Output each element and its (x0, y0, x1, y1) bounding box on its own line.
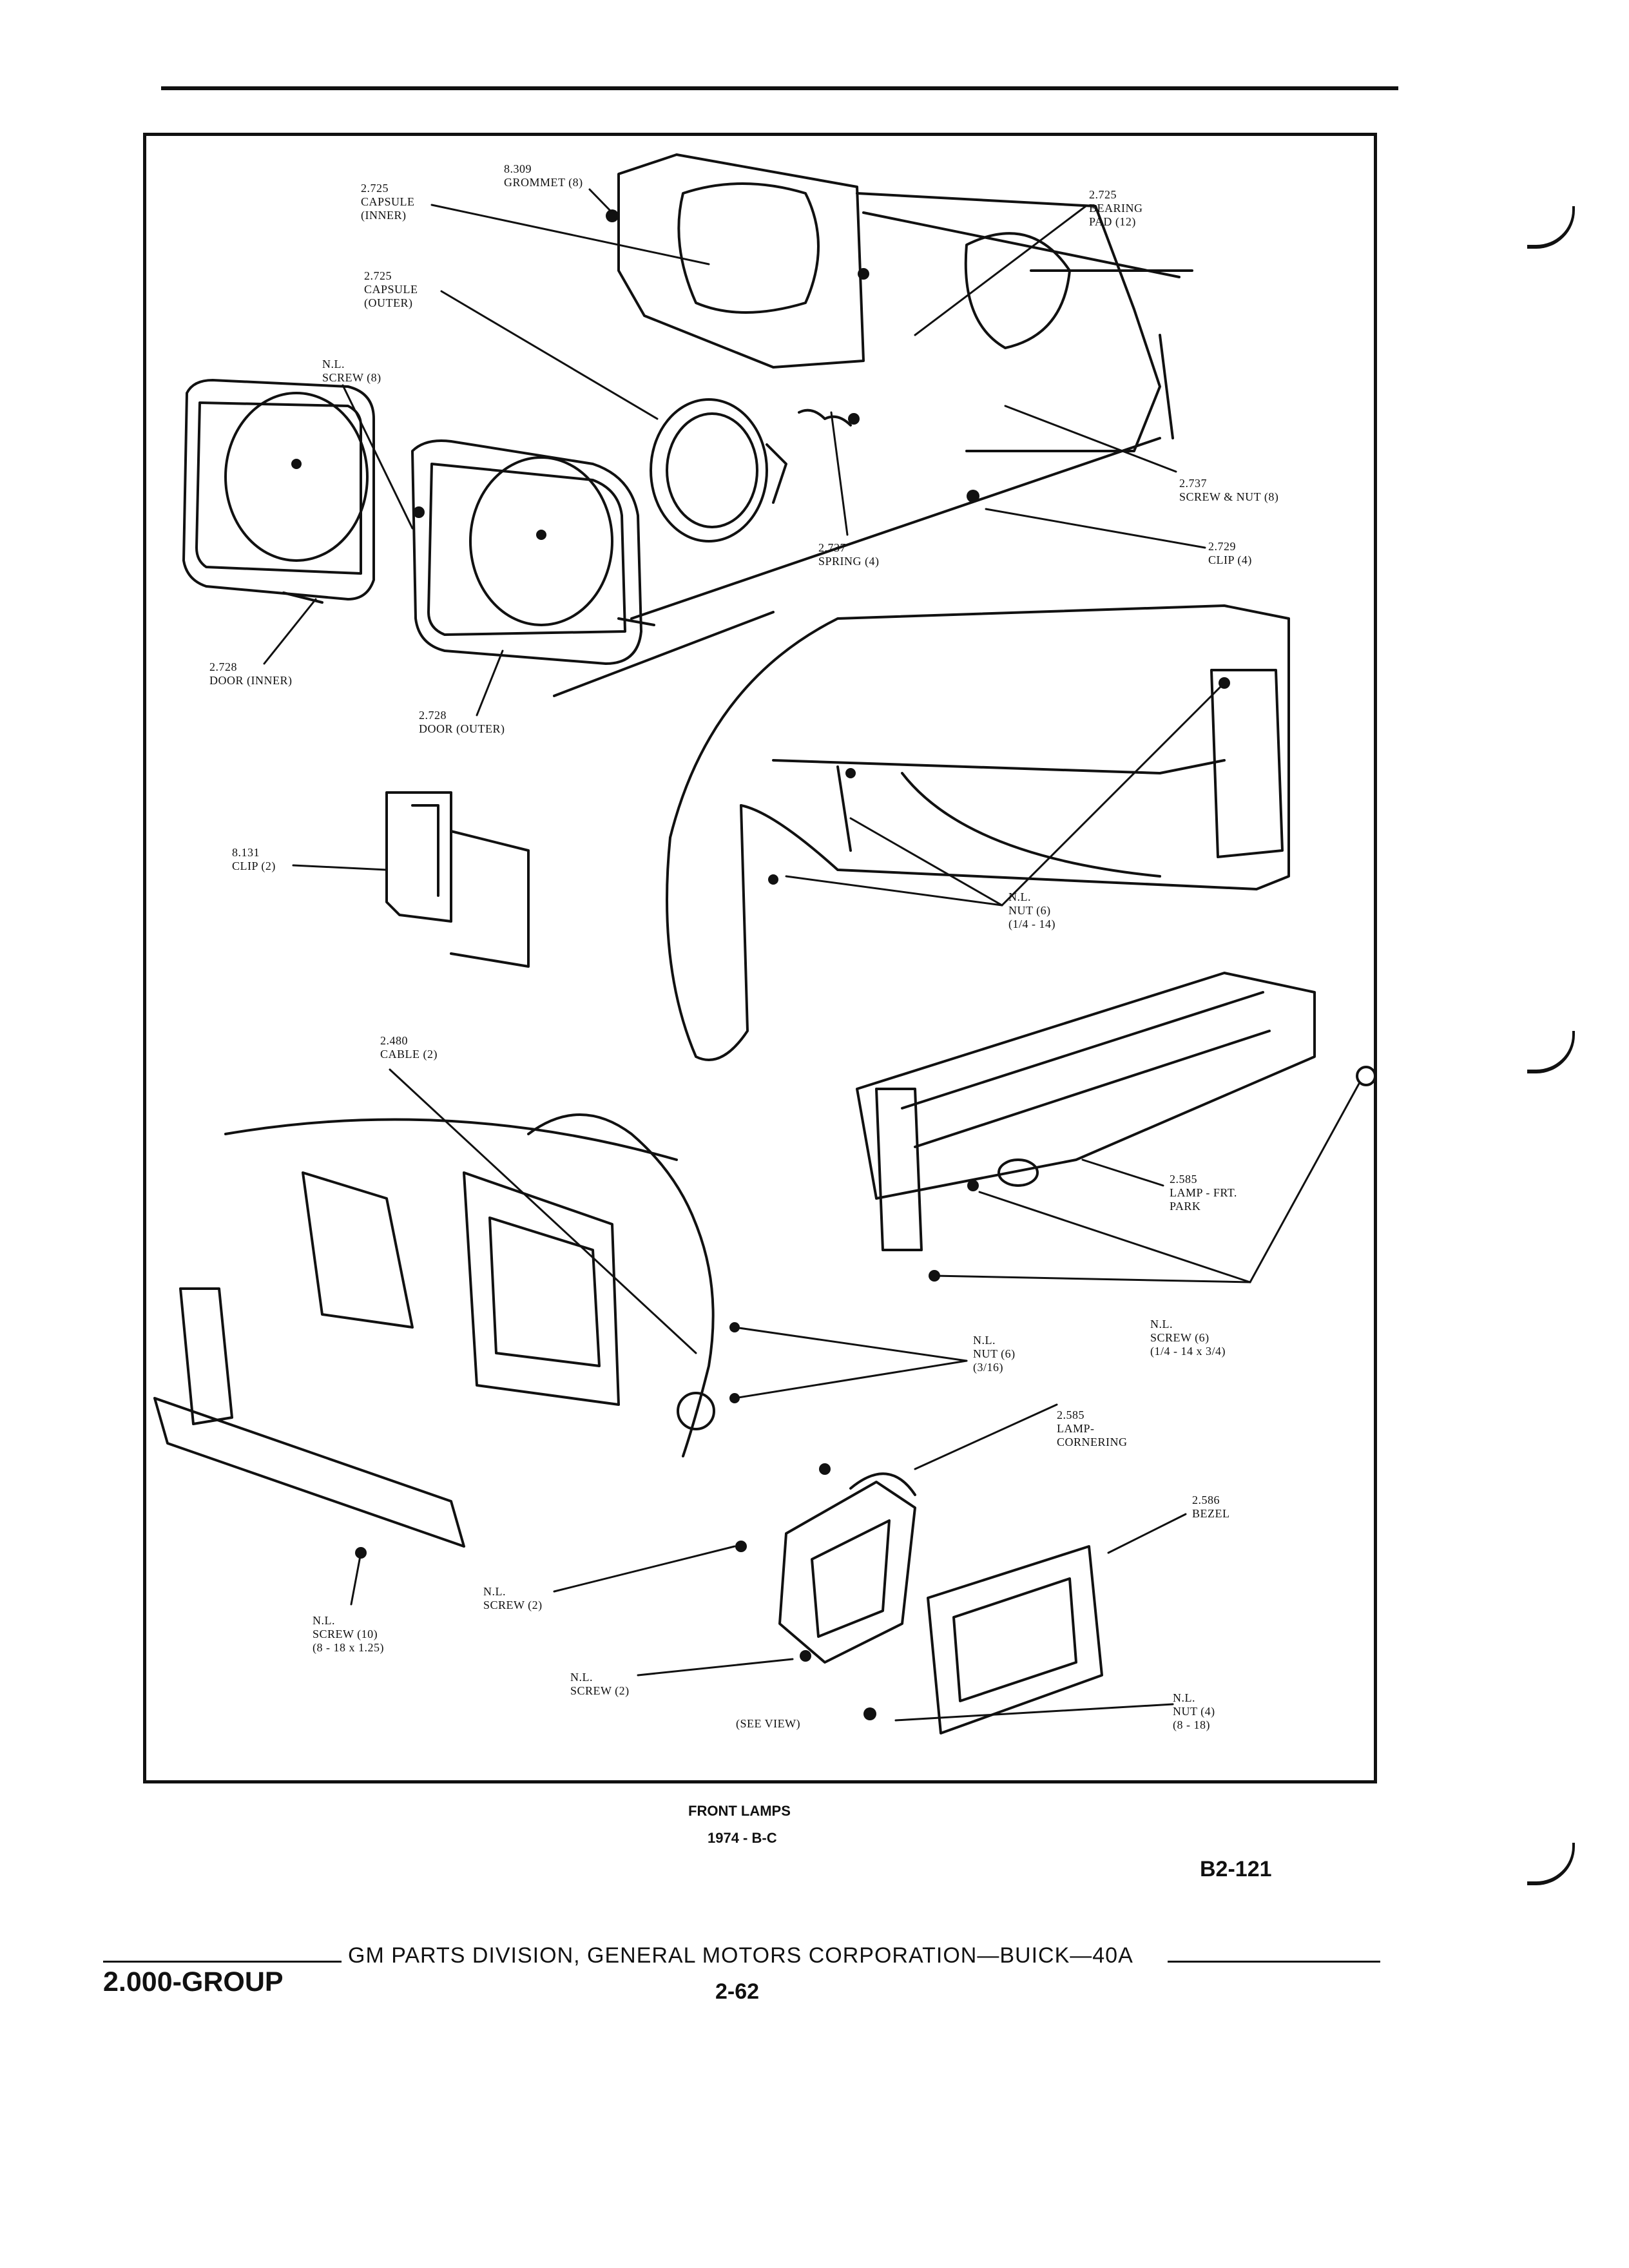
cornering-bezel (927, 1545, 1103, 1735)
label-clip-2: 8.131 CLIP (2) (232, 846, 276, 872)
footer-page-number: 2-62 (715, 1979, 760, 2004)
fender-end (666, 604, 1290, 1061)
label-capsule-outer: 2.725 CAPSULE (OUTER) (364, 269, 418, 309)
label-nut-6-316: N.L. NUT (6) (3/16) (973, 1334, 1016, 1374)
label-nut-4: N.L. NUT (4) (8 - 18) (1173, 1691, 1215, 1731)
footer-rule-right (1168, 1961, 1380, 1963)
label-lamp-frt-park: 2.585 LAMP - FRT. PARK (1170, 1173, 1237, 1213)
caption-subtitle: 1974 - B-C (708, 1830, 777, 1846)
label-bezel: 2.586 BEZEL (1192, 1494, 1230, 1520)
label-nl-screw-8: N.L. SCREW (8) (322, 358, 381, 384)
door-outer (411, 439, 655, 665)
label-screw-2a: N.L. SCREW (2) (483, 1585, 543, 1611)
label-grommet: 8.309 GROMMET (8) (504, 162, 583, 189)
front-park-lamp (856, 972, 1376, 1251)
label-screw-nut: 2.737 SCREW & NUT (8) (1179, 477, 1279, 503)
cornering-lamp (778, 1472, 916, 1664)
wiring-harness (527, 1113, 715, 1457)
socket-bulb (677, 1392, 715, 1430)
label-nut-6-quarter: N.L. NUT (6) (1/4 - 14) (1008, 890, 1055, 930)
headlamp-housing (617, 153, 1193, 452)
diagram-frame (143, 133, 1377, 1783)
caption-title: FRONT LAMPS (688, 1803, 791, 1819)
fender-line-2 (553, 611, 775, 697)
label-screw-6: N.L. SCREW (6) (1/4 - 14 x 3/4) (1150, 1318, 1226, 1358)
label-lamp-cornering: 2.585 LAMP- CORNERING (1057, 1408, 1128, 1448)
figure-id: B2-121 (1200, 1857, 1272, 1881)
label-door-outer: 2.728 DOOR (OUTER) (419, 709, 505, 735)
radiator-support (153, 1118, 678, 1548)
door-inner (182, 379, 375, 604)
label-clip-4: 2.729 CLIP (4) (1208, 540, 1252, 566)
label-see-view: (SEE VIEW) (736, 1717, 801, 1730)
label-cable: 2.480 CABLE (2) (380, 1034, 438, 1061)
clip-bracket (385, 791, 530, 968)
label-screw-2b: N.L. SCREW (2) (570, 1671, 630, 1697)
footer-rule-left (103, 1961, 342, 1963)
footer-group: 2.000-GROUP (103, 1966, 284, 1997)
label-spring: 2.737 SPRING (4) (818, 541, 880, 568)
label-door-inner: 2.728 DOOR (INNER) (209, 660, 293, 687)
label-bearing-pad: 2.725 BEARING PAD (12) (1089, 188, 1143, 228)
fasteners (291, 209, 1230, 1720)
leader-lines (263, 188, 1361, 1722)
label-screw-10: N.L. SCREW (10) (8 - 18 x 1.25) (313, 1614, 384, 1654)
capsule-outer (650, 398, 852, 543)
fender-line (630, 437, 1161, 620)
footer-division: GM PARTS DIVISION, GENERAL MOTORS CORPOR… (348, 1943, 1133, 1968)
top-rule (161, 86, 1398, 90)
label-capsule-inner: 2.725 CAPSULE (INNER) (361, 182, 415, 222)
